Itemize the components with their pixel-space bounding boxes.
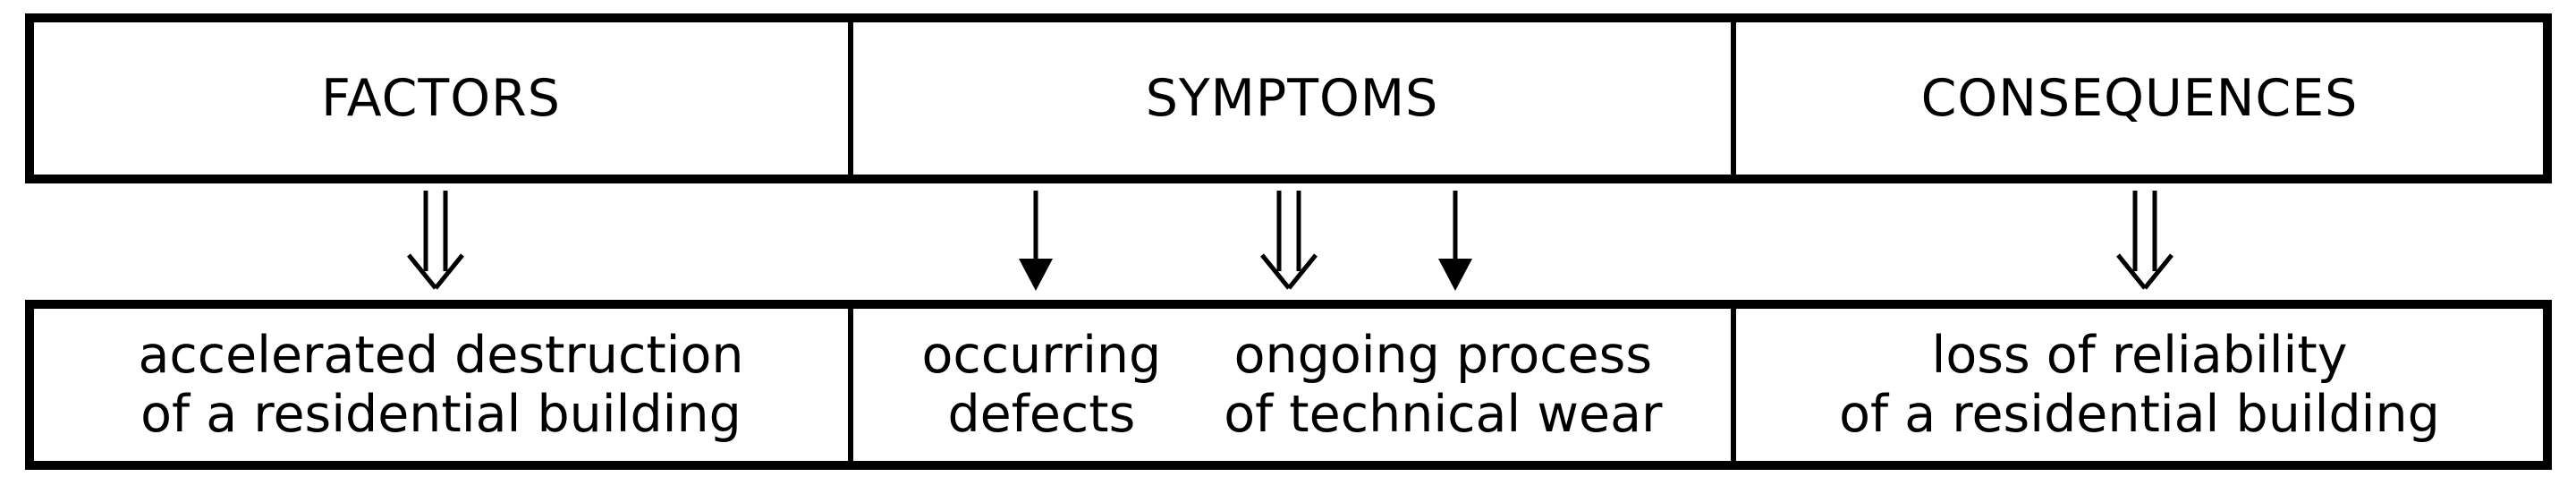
symptoms-solid-down-arrow-icon-right [1428,191,1482,291]
description-cell-symptoms: occurring defects ongoing process of tec… [853,309,1736,461]
symptoms-right-line-2: of technical wear [1224,385,1663,444]
header-row: FACTORS SYMPTOMS CONSEQUENCES [25,13,2552,183]
symptoms-open-double-down-arrow-icon [1253,191,1325,291]
consequences-header-label: CONSEQUENCES [1920,69,2359,128]
header-cell-symptoms: SYMPTOMS [853,22,1736,175]
factors-description-line-1: accelerated destruction [138,326,744,385]
symptoms-solid-down-arrow-icon-left [1009,191,1063,291]
symptoms-header-label: SYMPTOMS [1145,69,1439,128]
header-cell-consequences: CONSEQUENCES [1736,22,2543,175]
symptoms-left-line-1: occurring [921,326,1162,385]
factors-description-line-2: of a residential building [140,385,741,444]
header-cell-factors: FACTORS [34,22,853,175]
consequences-description-line-1: loss of reliability [1931,326,2348,385]
symptoms-left-line-2: defects [947,385,1136,444]
symptoms-right-line-1: ongoing process [1233,326,1653,385]
consequences-description-line-2: of a residential building [1839,385,2440,444]
description-cell-factors: accelerated destruction of a residential… [34,309,853,461]
symptoms-description-left: occurring defects [922,326,1162,444]
factors-open-double-down-arrow-icon [400,191,471,291]
consequences-open-double-down-arrow-icon [2109,191,2181,291]
description-cell-consequences: loss of reliability of a residential bui… [1736,309,2543,461]
factors-description: accelerated destruction of a residential… [138,326,743,444]
consequences-description: loss of reliability of a residential bui… [1839,326,2440,444]
description-row: accelerated destruction of a residential… [25,300,2552,470]
symptoms-description-right: ongoing process of technical wear [1224,326,1662,444]
factors-header-label: FACTORS [321,69,561,128]
